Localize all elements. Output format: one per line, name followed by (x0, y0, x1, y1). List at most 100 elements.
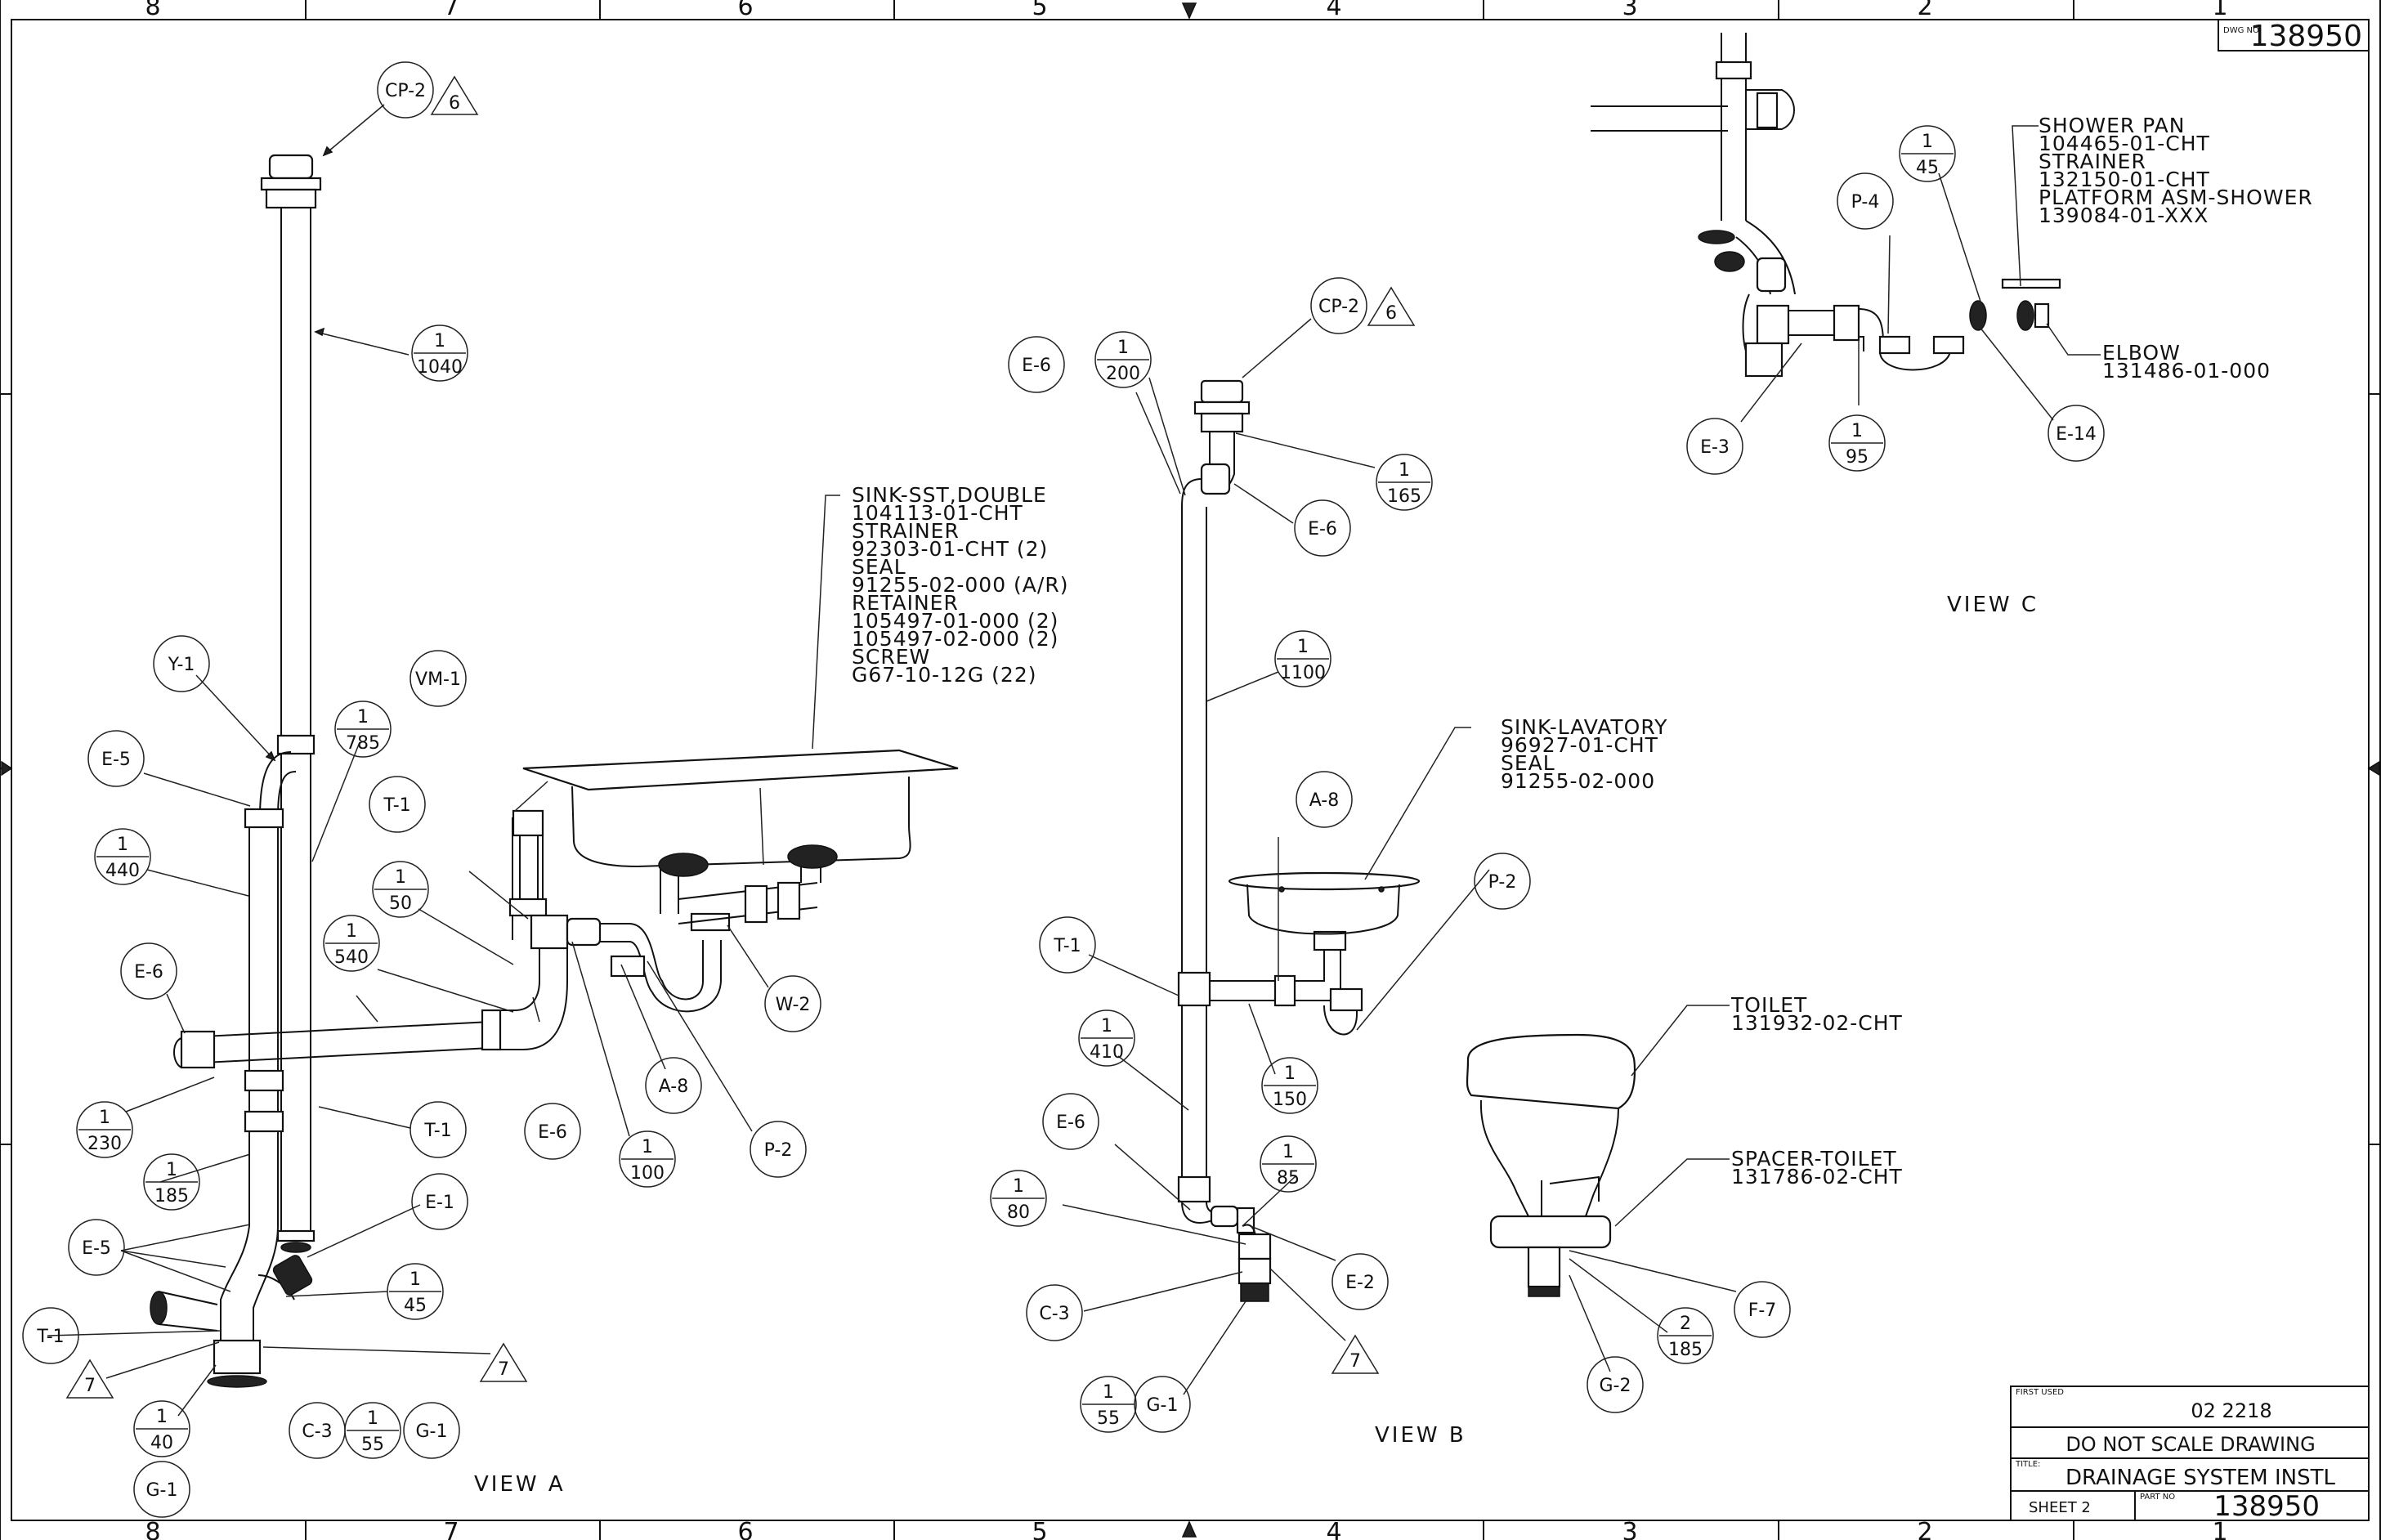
bubble-label: E-14 (2056, 424, 2097, 445)
flag-number: 7 (498, 1359, 509, 1380)
fraction-numerator: 1 (1284, 1063, 1296, 1084)
fraction-numerator: 1 (1013, 1176, 1024, 1197)
bubble-t-1: T-1 (369, 776, 426, 833)
callout-line: 131932-02-CHT (1731, 1011, 1903, 1035)
fraction-denominator: 785 (346, 733, 380, 754)
zone-label: 8 (145, 1518, 160, 1540)
bubble-cp-2: CP-2 (1310, 277, 1367, 334)
bubble-g-1: G-1 (133, 1461, 190, 1518)
bubble-y-1: Y-1 (153, 635, 210, 692)
callout-line: 139084-01-XXX (2039, 204, 2209, 227)
bubble-e-1: E-1 (411, 1173, 468, 1230)
flag-number: 6 (449, 93, 460, 114)
view-a-label: VIEW A (474, 1472, 566, 1497)
callout-spacer-toilet: SPACER-TOILET 131786-02-CHT (1731, 1147, 1903, 1189)
fraction-numerator: 1 (1103, 1382, 1114, 1403)
callout-line: SINK-LAVATORY (1501, 715, 1667, 739)
callout-line: SPACER-TOILET (1731, 1147, 1897, 1171)
fraction-numerator: 1 (1117, 338, 1129, 358)
fraction-numerator: 1 (1851, 421, 1863, 441)
bubble-label: P-2 (1488, 872, 1517, 893)
bubble-t-1: T-1 (1039, 916, 1096, 974)
fraction-numerator: 1 (1922, 132, 1933, 152)
fraction-denominator: 165 (1387, 486, 1421, 507)
fraction-1-55: 155 (344, 1402, 401, 1459)
bubble-label: E-2 (1345, 1273, 1375, 1293)
callout-line: 105497-01-000 (2) (852, 609, 1058, 633)
bubble-e-6: E-6 (1294, 499, 1351, 557)
zone-label: 2 (1917, 1518, 1932, 1540)
zone-labels-bottom: 8 7 6 5 4 3 2 1 (145, 1518, 2227, 1540)
fraction-numerator: 1 (395, 867, 406, 888)
fraction-denominator: 45 (1916, 158, 1939, 178)
fraction-denominator: 185 (154, 1186, 189, 1206)
fraction-denominator: 540 (334, 947, 369, 968)
view-b-label: VIEW B (1375, 1423, 1466, 1448)
bubble-label: G-1 (146, 1480, 178, 1501)
bubble-c-3: C-3 (289, 1402, 346, 1459)
title-block: FIRST USED 02 2218 DO NOT SCALE DRAWING … (2010, 1386, 2370, 1523)
bubble-label: E-6 (1308, 519, 1337, 539)
callout-line: RETAINER (852, 591, 959, 615)
bubble-label: VM-1 (415, 669, 461, 690)
callout-line: 131486-01-000 (2102, 359, 2271, 383)
fraction-1-55: 155 (1080, 1376, 1137, 1433)
zone-label: 6 (737, 1518, 753, 1540)
bubble-label: G-2 (1600, 1376, 1631, 1396)
label-bubbles: CP-2 Y-1 E-5 VM-1 T-1 E-6 W-2 A-8 T-1 E-… (22, 61, 2105, 1518)
bubble-e-3: E-3 (1686, 418, 1743, 475)
fraction-denominator: 80 (1007, 1202, 1030, 1223)
fraction-denominator: 100 (630, 1163, 665, 1184)
fraction-numerator: 1 (117, 835, 128, 855)
callout-line: 92303-01-CHT (2) (852, 537, 1048, 561)
zone-label: 4 (1326, 0, 1341, 21)
callout-toilet: TOILET 131932-02-CHT (1730, 993, 1903, 1035)
fraction-denominator: 1040 (417, 357, 463, 378)
zone-label: 5 (1032, 0, 1047, 21)
bubble-label: E-5 (82, 1238, 111, 1259)
fraction-1-100: 1100 (619, 1130, 676, 1188)
callout-line: ELBOW (2102, 341, 2181, 365)
flag-7: 7 (479, 1342, 528, 1382)
callout-line: 91255-02-000 (A/R) (852, 573, 1068, 597)
bubble-label: P-2 (764, 1140, 793, 1161)
fraction-denominator: 40 (150, 1433, 173, 1453)
drawing-title: DRAINAGE SYSTEM INSTL (2065, 1466, 2336, 1490)
fraction-numerator: 1 (156, 1407, 168, 1427)
zone-label: 3 (1622, 1518, 1637, 1540)
bubble-g-2: G-2 (1587, 1356, 1644, 1413)
bubble-label: E-1 (425, 1193, 454, 1213)
bubble-label: T-1 (383, 795, 410, 816)
bubble-label: T-1 (36, 1327, 64, 1347)
bubble-e-5: E-5 (87, 730, 145, 787)
callout-line: 105497-02-000 (2) (852, 627, 1058, 651)
callout-sink-lavatory: SINK-LAVATORY 96927-01-CHT SEAL 91255-02… (1501, 715, 1667, 793)
flag-number: 7 (84, 1376, 96, 1396)
revision-flags: 6 6 7 7 7 (65, 75, 1416, 1399)
dwg-no-label: DWG NO (2223, 26, 2259, 35)
bubble-label: G-1 (1147, 1395, 1179, 1416)
fraction-numerator: 1 (99, 1108, 110, 1128)
dwg-number-box: DWG NO 138950 (2218, 19, 2370, 53)
bubble-f-7: F-7 (1734, 1281, 1791, 1338)
flag-number: 7 (1349, 1351, 1361, 1372)
view-b-drawing (1177, 379, 1421, 1302)
bubble-vm-1: VM-1 (410, 650, 467, 707)
bubble-t-1: T-1 (410, 1101, 467, 1158)
zone-label: 5 (1032, 1518, 1047, 1540)
part-no-label: PART NO (2140, 1493, 2175, 1502)
fraction-numerator: 1 (1282, 1142, 1294, 1162)
callout-line: 131786-02-CHT (1731, 1165, 1903, 1189)
view-c-label: VIEW C (1947, 593, 2039, 617)
bubble-e-14: E-14 (2048, 405, 2105, 462)
fraction-1-80: 180 (990, 1170, 1047, 1227)
leader-lines (47, 104, 2101, 1417)
callout-line: G67-10-12G (22) (852, 663, 1037, 687)
callout-line: SHOWER PAN (2039, 114, 2185, 137)
